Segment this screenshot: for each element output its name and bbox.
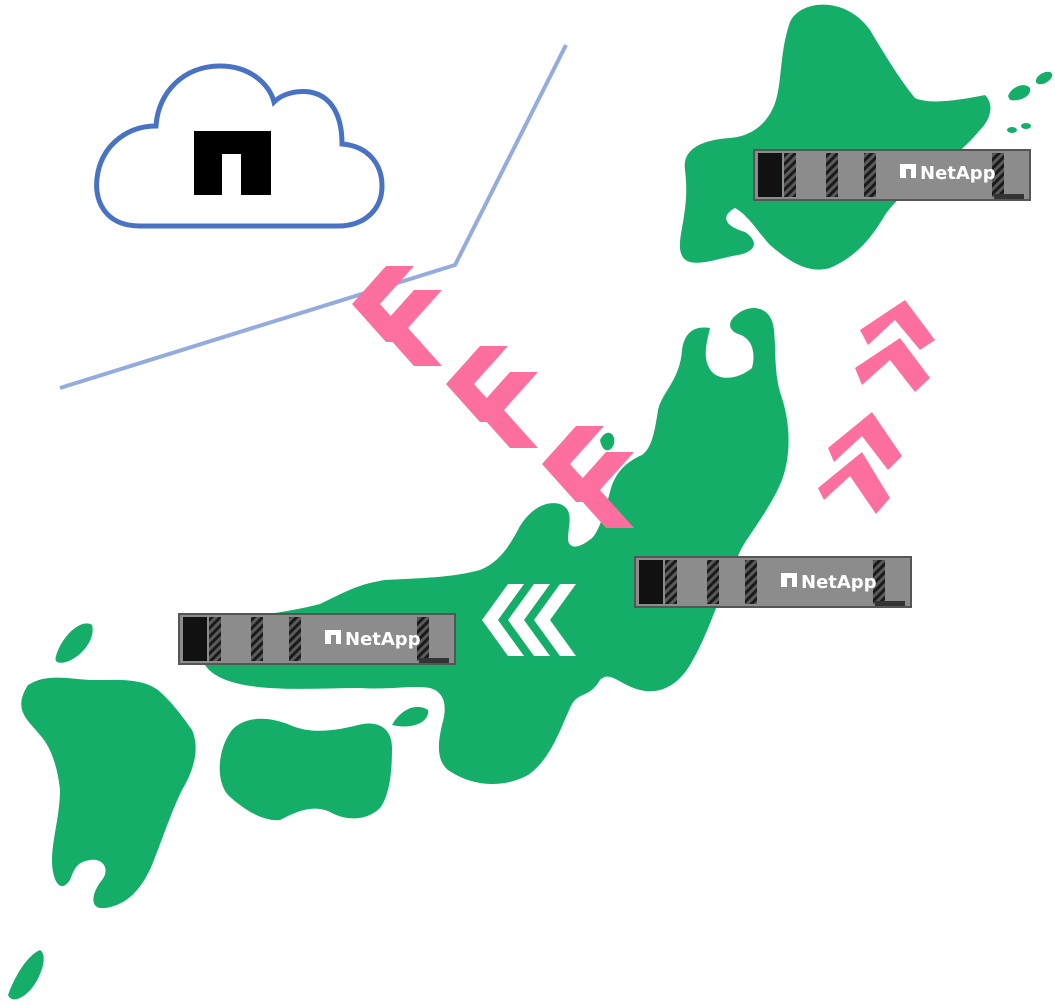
- netapp-appliance-west: NetApp: [178, 613, 456, 665]
- appliance-label: NetApp: [345, 629, 421, 650]
- cloud-icon: [94, 63, 385, 229]
- chevron-icon: [482, 584, 524, 656]
- chevron-icon: [476, 372, 538, 448]
- arrow-group-cloud: [352, 266, 634, 528]
- netapp-appliance-central: NetApp: [634, 556, 912, 608]
- honshu-island: [200, 307, 789, 785]
- appliance-label: NetApp: [920, 163, 996, 184]
- netapp-logo-icon: [325, 630, 341, 644]
- chevron-icon: [860, 300, 935, 350]
- arrow-group-west: [482, 584, 576, 656]
- netapp-logo-icon: [194, 131, 271, 195]
- netapp-logo-icon: [781, 573, 797, 587]
- netapp-appliance-north: NetApp: [753, 149, 1031, 201]
- japan-map: [8, 4, 1053, 1000]
- netapp-logo-icon: [900, 164, 916, 178]
- appliance-label: NetApp: [801, 572, 877, 593]
- boundary-line: [59, 44, 568, 390]
- chevron-icon: [508, 584, 550, 656]
- chevron-icon: [380, 290, 442, 366]
- chevron-icon: [855, 338, 930, 392]
- chevron-icon: [818, 452, 890, 514]
- arrow-group-north: [818, 300, 935, 514]
- hokkaido-island: [679, 4, 991, 270]
- kyushu-island: [21, 677, 196, 909]
- shikoku-island: [219, 718, 392, 821]
- chevron-icon: [534, 584, 576, 656]
- chevron-icon: [828, 412, 902, 470]
